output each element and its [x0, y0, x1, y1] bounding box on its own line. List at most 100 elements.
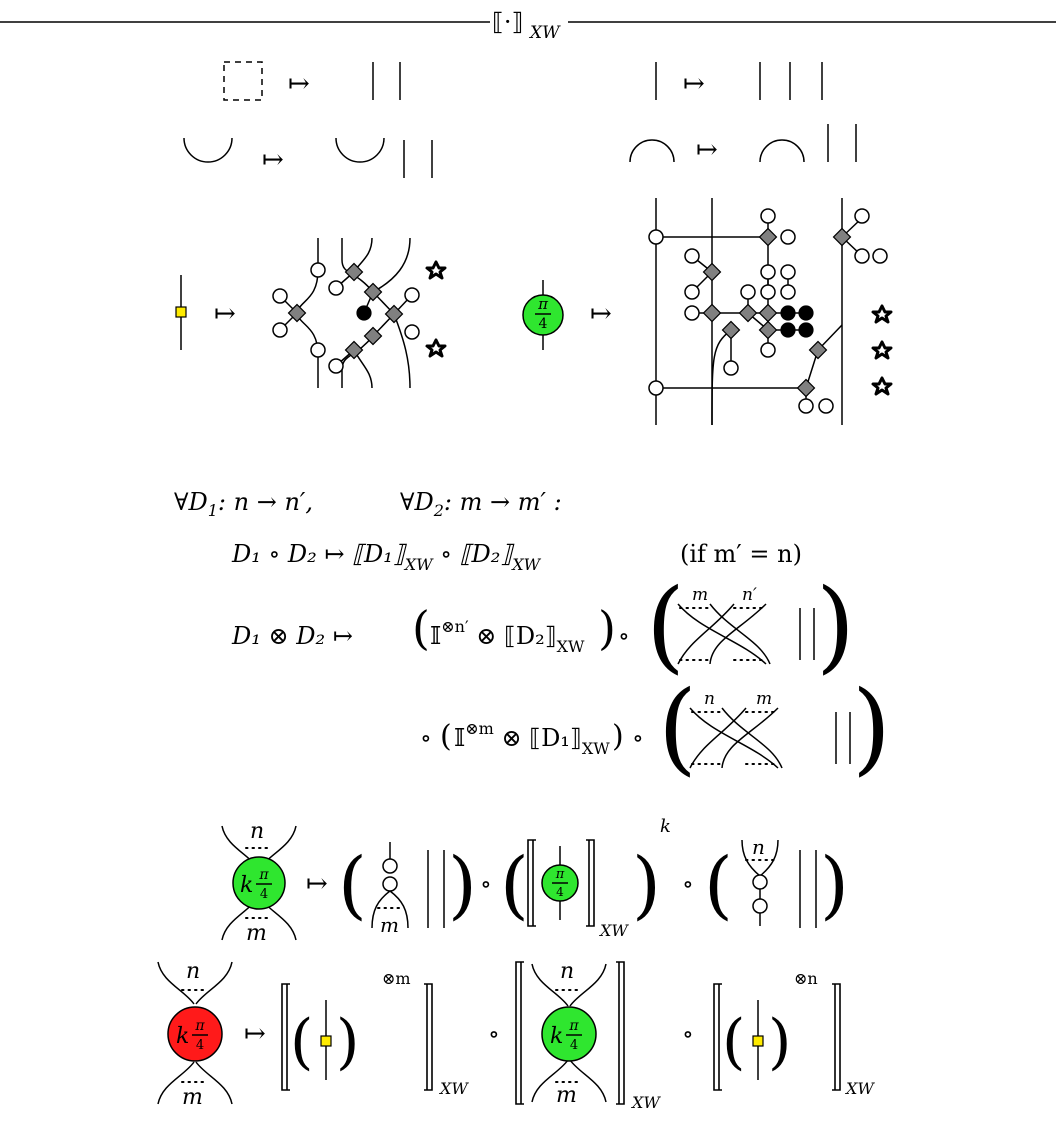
- label-m: m: [756, 689, 772, 709]
- paren-left: (: [290, 1007, 313, 1077]
- gray-diamond: [758, 303, 778, 323]
- phase-denominator: 4: [539, 316, 548, 332]
- wire: [531, 1059, 569, 1103]
- semantic-bracket-right: [832, 983, 841, 1091]
- semantic-bracket-left: [515, 961, 524, 1105]
- wire: [721, 707, 779, 769]
- white-spider: [854, 248, 870, 264]
- rule-green-pi-4: π 4 ↦: [522, 198, 893, 426]
- white-spider: [854, 208, 870, 224]
- power-k: k: [660, 816, 671, 837]
- black-spider: [780, 322, 796, 338]
- white-spider: [382, 876, 398, 892]
- cap: [759, 139, 805, 163]
- paren-left: (: [440, 719, 452, 754]
- tensor-lhs: D₁ ⊗ D₂ ↦: [231, 622, 353, 650]
- composition-condition: (if m′ = n): [680, 540, 802, 568]
- wire: [531, 963, 569, 1007]
- white-spider: [382, 858, 398, 874]
- wire: [372, 237, 411, 293]
- white-spider: [310, 342, 326, 358]
- wire: [709, 603, 771, 665]
- wire: [393, 313, 411, 389]
- pi4-gadget-network: [648, 198, 893, 426]
- rule-tensor: D₁ ⊗ D₂ ↦ ( 𝕀⊗n′ ⊗ ⟦D₂⟧XW ) ∘ ( m n′ ) ∘…: [231, 567, 891, 786]
- paren-left: (: [412, 601, 430, 655]
- gray-diamond: [808, 340, 828, 360]
- wire: [157, 1061, 195, 1105]
- label-m: m: [182, 1085, 203, 1110]
- paren-right: ): [612, 719, 624, 754]
- maps-to-arrow: ↦: [262, 145, 284, 175]
- hadamard-box: [752, 1035, 764, 1047]
- cup: [183, 137, 233, 163]
- green-spider: [522, 294, 564, 336]
- subscript-xw: XW: [438, 1079, 469, 1098]
- subscript-xw: XW: [844, 1079, 875, 1098]
- label-m: m: [246, 921, 267, 946]
- white-spider: [648, 380, 664, 396]
- tensor-part-1: 𝕀⊗n′ ⊗ ⟦D₂⟧XW: [430, 617, 585, 656]
- empty-diagram-box: [223, 61, 263, 101]
- tensor-power-n: ⊗n: [794, 969, 818, 988]
- quantifier-forall-1: ∀D1: n → n′,: [174, 488, 313, 520]
- white-spider: [780, 229, 796, 245]
- label-n: n: [752, 835, 765, 859]
- white-spider: [872, 248, 888, 264]
- white-spider: [780, 264, 796, 280]
- gray-diamond: [796, 378, 816, 398]
- paren-right: ): [448, 842, 477, 928]
- paren-right: ): [852, 669, 891, 786]
- label-n: n: [186, 959, 200, 984]
- rule-cap: ↦: [629, 124, 857, 165]
- green-spider: [541, 1006, 597, 1062]
- black-spider: [356, 305, 372, 321]
- compose-op: ∘: [480, 870, 492, 898]
- compose-op: ∘: [682, 1020, 694, 1048]
- maps-to-arrow: ↦: [306, 869, 328, 899]
- rule-empty: ↦: [223, 61, 401, 101]
- wire: [711, 329, 732, 426]
- white-spider: [648, 229, 664, 245]
- semantic-bracket-right: [586, 839, 595, 927]
- white-spider: [684, 305, 700, 321]
- gray-diamond: [384, 304, 404, 324]
- wire: [157, 961, 195, 1005]
- white-spider: [752, 874, 768, 890]
- label-n: n: [560, 959, 574, 984]
- rule-red-spider: n m k π 4 ↦ ( ) ⊗m XW ∘ n m k π 4 XW ∘: [157, 959, 875, 1112]
- wire: [709, 603, 767, 665]
- label-n: n: [704, 689, 715, 709]
- hadamard-box: [320, 1035, 332, 1047]
- white-spider: [760, 342, 776, 358]
- hadamard-box: [175, 306, 187, 318]
- phase-denominator: 4: [196, 1038, 204, 1053]
- white-spider: [760, 284, 776, 300]
- black-spider: [780, 305, 796, 321]
- white-spider: [272, 322, 288, 338]
- rule-green-spider: n m k π 4 ↦ ( m ) ∘ ( π 4 XW ) k ∘ (: [221, 816, 849, 946]
- paren-left: (: [338, 842, 367, 928]
- phase-numerator: π: [568, 1018, 579, 1034]
- phase-denominator: 4: [556, 885, 564, 899]
- white-spider: [780, 284, 796, 300]
- star-scalar-icon: [425, 338, 447, 358]
- gray-diamond: [702, 262, 722, 282]
- phase-numerator: π: [258, 867, 269, 883]
- phase-denominator: 4: [260, 887, 268, 902]
- composition-formula: D₁ ∘ D₂ ↦ ⟦D₁⟧XW ∘ ⟦D₂⟧XW: [231, 540, 542, 574]
- phase-numerator: π: [194, 1018, 205, 1034]
- wire: [677, 603, 735, 665]
- compose-op: ∘: [420, 724, 432, 752]
- gray-diamond: [363, 326, 383, 346]
- wire: [569, 1059, 607, 1103]
- phase-numerator: π: [555, 867, 565, 882]
- gray-diamond: [344, 340, 364, 360]
- wire: [195, 961, 233, 1005]
- paren-right: ): [768, 1007, 791, 1077]
- quantifier-forall-2: ∀D2: m → m′ :: [400, 488, 562, 520]
- phase-k: k: [176, 1024, 189, 1049]
- gray-diamond: [832, 227, 852, 247]
- phase-k: k: [240, 873, 253, 898]
